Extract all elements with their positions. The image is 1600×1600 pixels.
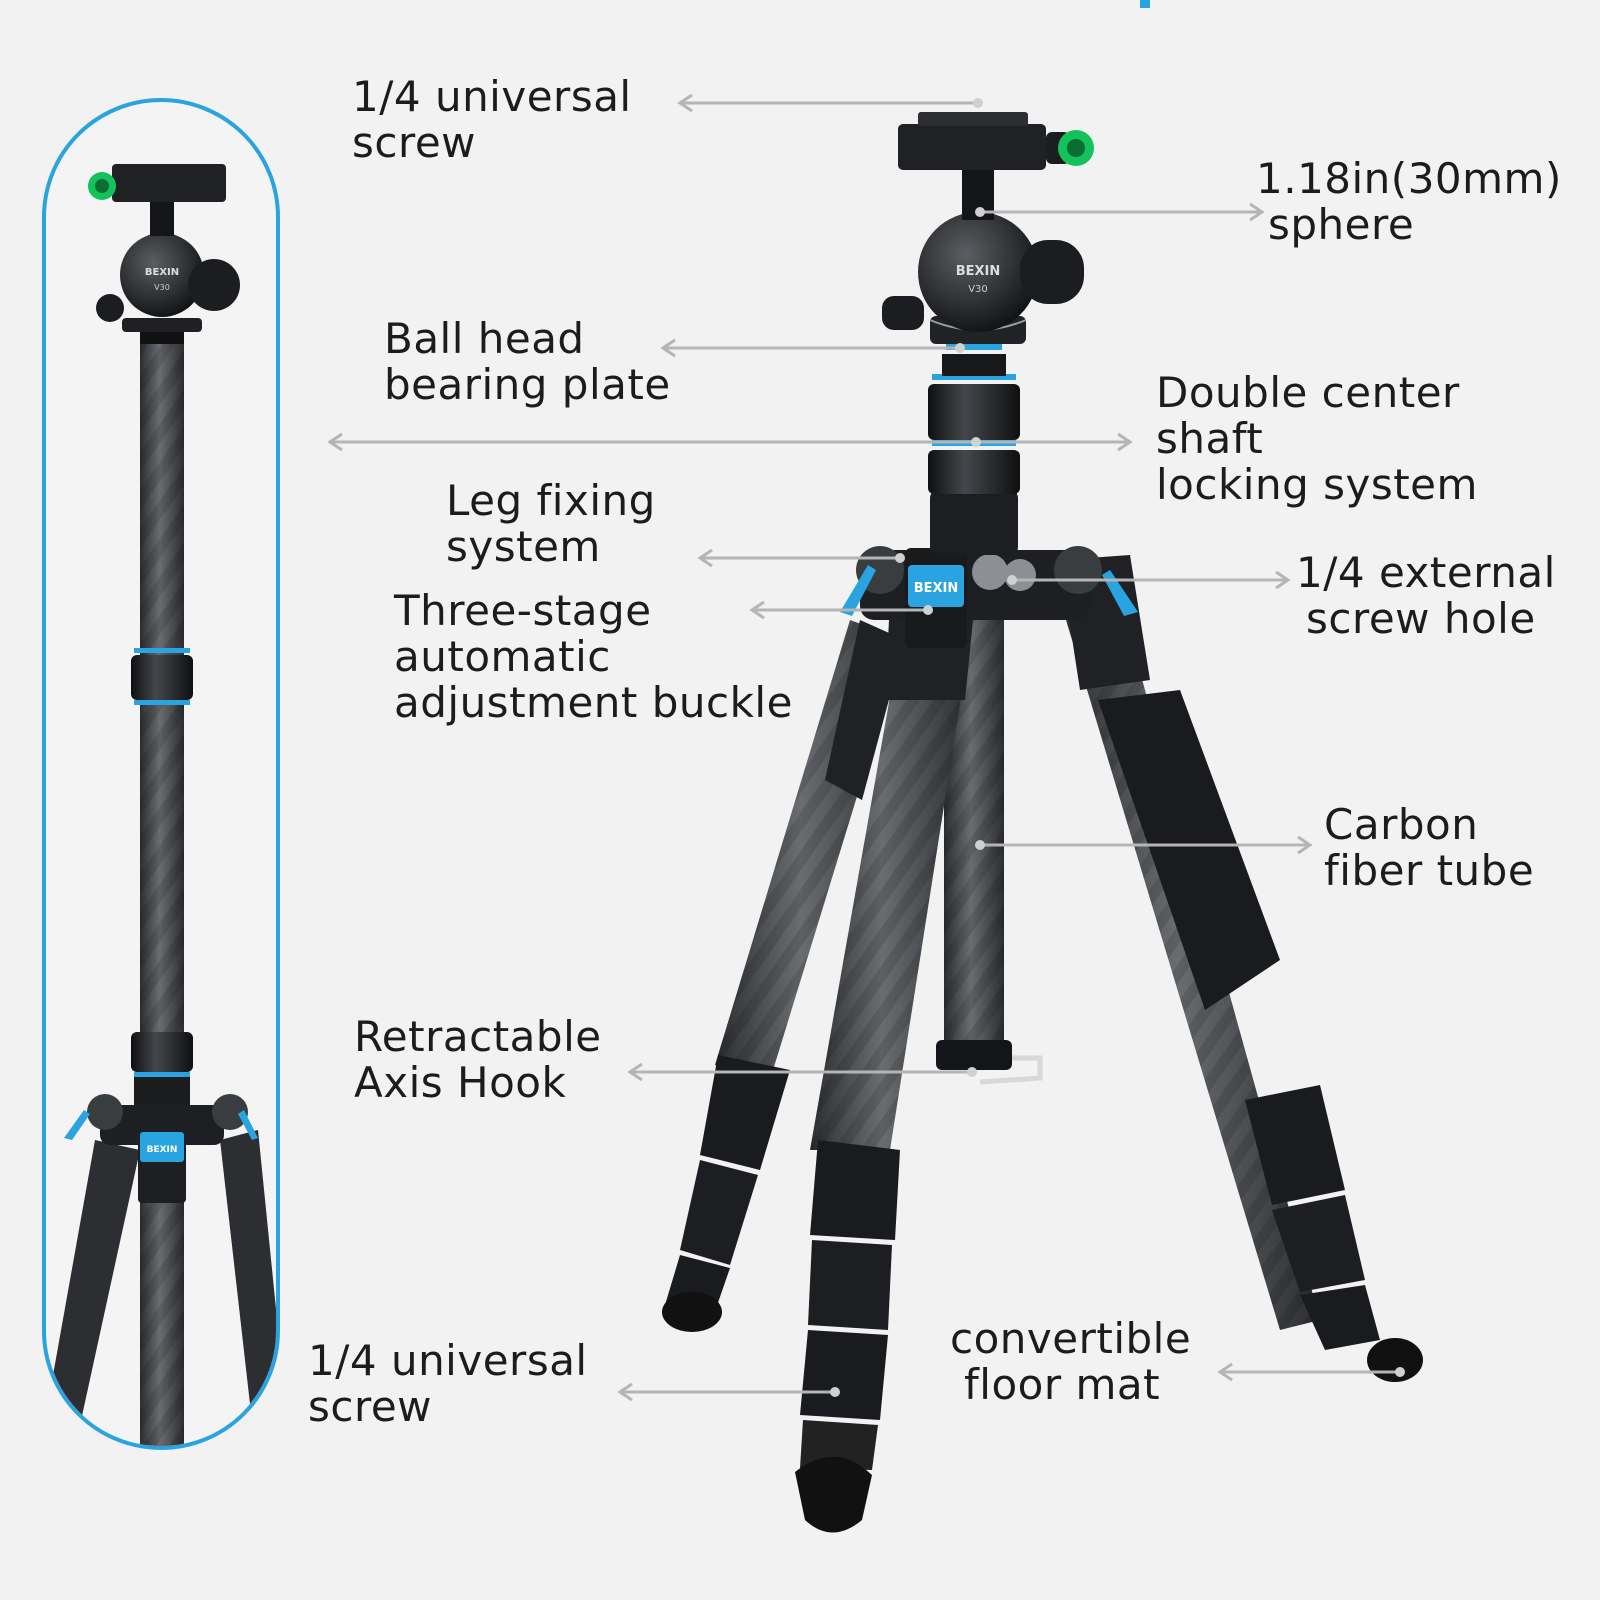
callout-line: Three-stage: [394, 586, 652, 635]
callout-line: bearing plate: [384, 360, 671, 409]
callout-line: 1/4 universal: [308, 1336, 588, 1385]
callout-three-stage-buckle: Three-stage automatic adjustment buckle: [394, 588, 793, 726]
main-tripod: BEXIN BEXIN V30: [662, 112, 1423, 1533]
callout-line: fiber tube: [1324, 846, 1535, 895]
callout-line: Ball head: [384, 314, 585, 363]
callout-line: 1/4 universal: [352, 72, 632, 121]
callout-line: 1.18in(30mm): [1256, 154, 1562, 203]
callout-line: shaft: [1156, 414, 1264, 463]
callout-line: screw hole: [1306, 594, 1536, 643]
callout-retractable-axis-hook: Retractable Axis Hook: [354, 1014, 602, 1106]
svg-text:BEXIN: BEXIN: [145, 267, 179, 278]
top-accent-mark: [1140, 0, 1150, 8]
callout-leg-fixing-system: Leg fixing system: [446, 478, 656, 570]
callout-line: locking system: [1156, 460, 1478, 509]
pointer-lines: [327, 93, 1400, 1402]
callout-ball-head-bearing-plate: Ball head bearing plate: [384, 316, 671, 408]
callout-external-screw-hole: 1/4 external screw hole: [1296, 550, 1556, 642]
callout-line: Double center: [1156, 368, 1460, 417]
callout-line: 1/4 external: [1296, 548, 1556, 597]
callout-line: Leg fixing: [446, 476, 656, 525]
callout-line: convertible: [950, 1314, 1192, 1363]
callout-sphere: 1.18in(30mm) sphere: [1256, 156, 1562, 248]
callout-line: screw: [308, 1382, 433, 1431]
callout-line: screw: [352, 118, 477, 167]
callout-carbon-fiber-tube: Carbon fiber tube: [1324, 802, 1534, 894]
svg-text:V30: V30: [968, 284, 988, 295]
callout-line: Axis Hook: [354, 1058, 567, 1107]
pointer-dots: [830, 98, 1405, 1397]
callout-double-center-shaft: Double center shaft locking system: [1156, 370, 1478, 508]
callout-line: adjustment buckle: [394, 678, 793, 727]
svg-text:BEXIN: BEXIN: [147, 1145, 178, 1155]
svg-text:V30: V30: [154, 283, 170, 292]
callout-line: floor mat: [964, 1360, 1161, 1409]
callout-bottom-universal-screw: 1/4 universal screw: [308, 1338, 588, 1430]
svg-text:BEXIN: BEXIN: [914, 581, 959, 596]
callout-convertible-floor-mat: convertible floor mat: [950, 1316, 1191, 1408]
callout-line: system: [446, 522, 601, 571]
svg-text:BEXIN: BEXIN: [956, 264, 1001, 279]
callout-line: Carbon: [1324, 800, 1479, 849]
callout-top-universal-screw: 1/4 universal screw: [352, 74, 632, 166]
inset-panel: BEXIN BEXIN V30: [42, 98, 280, 1450]
callout-line: automatic: [394, 632, 611, 681]
callout-line: Retractable: [354, 1012, 602, 1061]
callout-line: sphere: [1268, 200, 1415, 249]
